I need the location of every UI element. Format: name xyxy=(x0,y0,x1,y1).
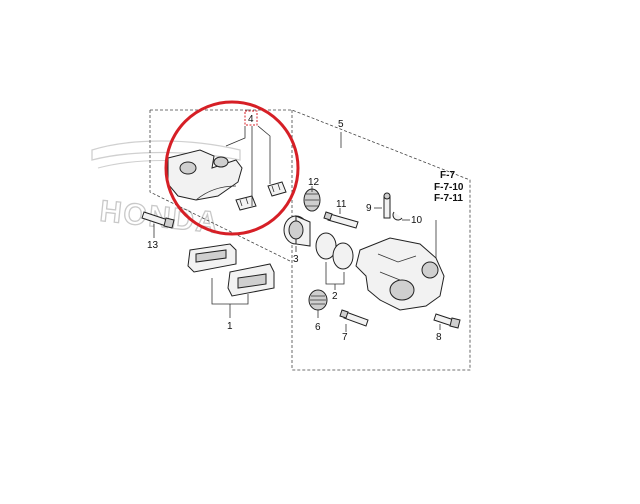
caliper-piston xyxy=(283,215,311,247)
slide-pin-11 xyxy=(323,211,359,229)
pad-retainer-clip-b xyxy=(235,195,257,211)
leader-4a xyxy=(225,126,246,147)
brake-pad-outer xyxy=(227,263,275,297)
callout-1: 1 xyxy=(227,321,233,332)
callout-7: 7 xyxy=(342,332,348,343)
bleeder-cap-6 xyxy=(308,289,328,311)
reference-f7: F-7 xyxy=(440,170,455,181)
dust-seal-ring xyxy=(332,242,354,270)
reference-f7-11: F-7-11 xyxy=(434,193,463,204)
callout-6: 6 xyxy=(315,322,321,333)
callout-5: 5 xyxy=(338,119,344,130)
bleeder-screw-9 xyxy=(383,192,391,219)
mounting-bolt-8 xyxy=(433,313,461,329)
wing-logo-icon xyxy=(91,140,241,161)
bleeder-screw-cap-10 xyxy=(392,211,403,221)
highlight-circle xyxy=(164,100,300,236)
caliper-body xyxy=(355,237,445,311)
caliper-bolt-7 xyxy=(339,309,369,327)
reference-f7-10: F-7-10 xyxy=(434,182,464,193)
callout-9: 9 xyxy=(366,203,372,214)
caliper-bracket xyxy=(167,149,243,201)
callout-2: 2 xyxy=(332,291,338,302)
leader-4c xyxy=(257,125,271,184)
pin-boot-12 xyxy=(303,188,321,212)
bracket-bolt-13 xyxy=(141,211,175,229)
callout-11: 11 xyxy=(336,199,347,210)
callout-10: 10 xyxy=(411,215,423,226)
callout-13: 13 xyxy=(147,240,159,251)
callout-4-box xyxy=(244,110,258,126)
callout-8: 8 xyxy=(436,332,442,343)
callout-4: 4 xyxy=(248,114,254,125)
brake-pad-inner xyxy=(187,243,237,273)
pad-retainer-clip-a xyxy=(267,181,287,197)
assembly-box-bracket xyxy=(149,110,293,263)
callout-3: 3 xyxy=(293,254,299,265)
callout-12: 12 xyxy=(308,177,320,188)
assembly-box-5 xyxy=(248,109,471,371)
